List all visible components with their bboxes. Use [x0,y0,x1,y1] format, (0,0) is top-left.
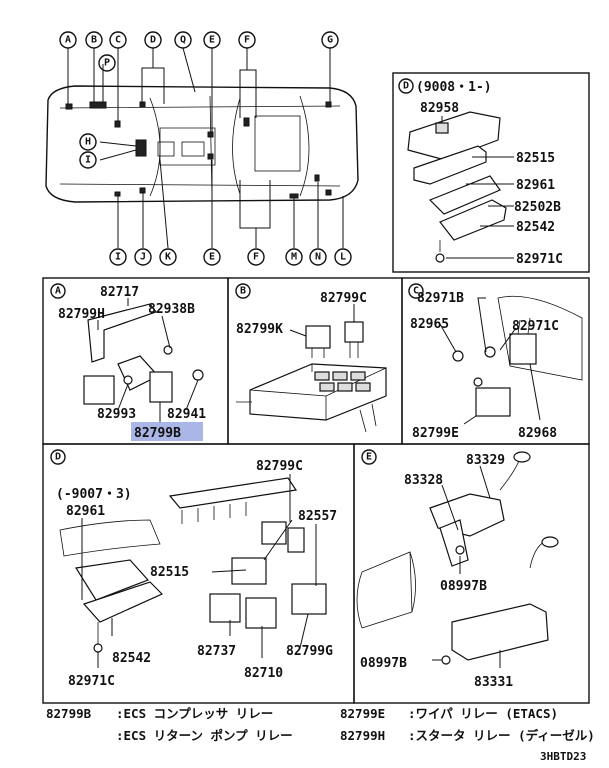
callout-m: M [291,252,297,263]
panel-d-bottom: D (-9007・3) 82799C 82961 82557 82515 827… [42,443,355,704]
part-82799g: 82799G [286,644,333,659]
legend-text-ecs-return-pump-relay: :ECS リターン ポンプ リレー [116,728,293,743]
legend: 82799B :ECS コンプレッサ リレー :ECS リターン ポンプ リレー… [46,706,595,763]
part-82799c-d: 82799C [256,459,303,474]
part-82710: 82710 [244,666,283,681]
panel-d-top: D (9008・1-) 82958 82515 82961 82502B 825… [392,72,590,273]
callout-l: L [340,252,346,263]
part-82799b: 82799B [134,426,181,441]
callout-k: K [165,252,171,263]
part-82968: 82968 [518,426,557,441]
part-82542-d: 82542 [112,651,151,666]
part-82542-d-top: 82542 [516,220,555,235]
callout-a: A [65,35,71,46]
panel-c: C 82971B 82965 82971C 82799E 82968 [401,277,590,445]
vehicle-overview: A B C D Q E F G P H I I J K E F M N L [45,31,359,266]
callout-i-left: I [85,155,91,166]
part-08997b-lower: 08997B [360,656,407,671]
part-83328: 83328 [404,473,443,488]
part-82799e: 82799E [412,426,459,441]
panel-e-label: E [366,452,372,463]
callout-g: G [327,35,333,46]
legend-code-82799h: 82799H [340,728,385,743]
panel-d-top-label: D [403,81,409,92]
part-82799h: 82799H [58,307,105,322]
panel-c-label: C [413,286,419,297]
callout-c: C [115,35,121,46]
callout-i: I [115,252,121,263]
part-82971c-d-top: 82971C [516,252,563,267]
callout-d: D [150,35,156,46]
part-82799k: 82799K [236,322,283,337]
panel-a-label: A [55,286,61,297]
panel-a: A 82717 82799H 82938B 82993 82941 82799B [42,277,229,445]
diagram-code: 3HBTD23 [540,750,586,763]
part-82971c-d: 82971C [68,674,115,689]
legend-code-82799e: 82799E [340,706,385,721]
legend-text-ecs-compressor-relay: :ECS コンプレッサ リレー [116,706,273,721]
part-82971b: 82971B [417,291,464,306]
overview-callouts-top: A B C D Q E F G P H I [59,31,339,169]
panel-d-bottom-date: (-9007・3) [56,487,132,502]
panel-d-bottom-label: D [55,452,61,463]
part-82961-d-top: 82961 [516,178,555,193]
part-82971c-c: 82971C [512,319,559,334]
part-82799c-b: 82799C [320,291,367,306]
part-82993: 82993 [97,407,136,422]
part-82717: 82717 [100,285,139,300]
callout-f-bottom: F [253,252,259,263]
callout-p: P [104,58,110,69]
part-82557: 82557 [298,509,337,524]
panel-d-top-date: (9008・1-) [416,80,492,95]
part-83331: 83331 [474,675,513,690]
part-82502b-d-top: 82502B [514,200,561,215]
callout-e-bottom: E [209,252,215,263]
part-82515-d-top: 82515 [516,151,555,166]
callout-f: F [244,35,250,46]
panel-b: B 82799C 82799K [227,277,403,445]
callout-h: H [85,137,91,148]
part-82958-d-top: 82958 [420,101,459,116]
overview-callouts-bottom: I J K E F M N L [109,248,352,266]
callout-q: Q [180,35,186,46]
part-82965: 82965 [410,317,449,332]
part-83329: 83329 [466,453,505,468]
callout-j: J [140,252,146,263]
panel-e: E 83329 83328 08997B 08997B 83331 [353,443,590,704]
part-82515-d: 82515 [150,565,189,580]
panel-b-label: B [240,286,246,297]
legend-code-82799b: 82799B [46,706,92,721]
highlight-82799b [131,422,203,441]
legend-text-wiper-relay: :ワイパ リレー (ETACS) [408,706,558,721]
part-82737: 82737 [197,644,236,659]
callout-n: N [315,252,321,263]
part-82938b: 82938B [148,302,195,317]
legend-text-starter-relay: :スタータ リレー (ディーゼル) [408,728,595,743]
callout-b: B [91,35,97,46]
part-08997b-upper: 08997B [440,579,487,594]
part-82941: 82941 [167,407,206,422]
callout-e: E [209,35,215,46]
part-82961-d: 82961 [66,504,105,519]
